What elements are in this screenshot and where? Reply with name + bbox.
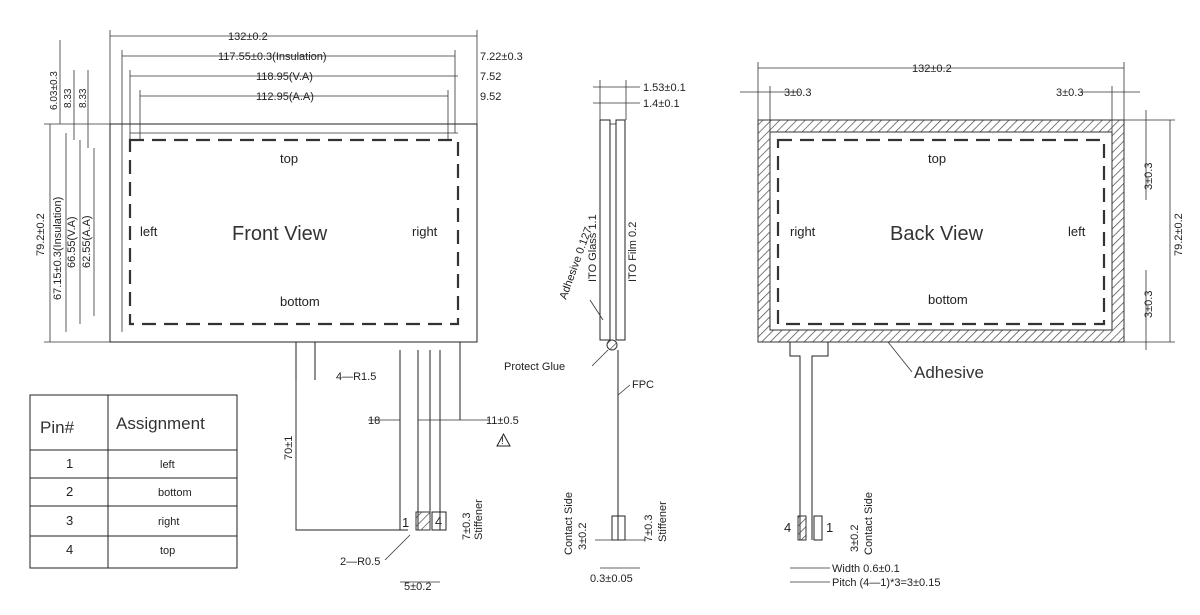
pin-row-2-assign: bottom xyxy=(158,487,192,499)
pin-row-1-assign: left xyxy=(160,459,175,471)
back-label-right: right xyxy=(790,224,816,239)
back-pin-4: 4 xyxy=(784,520,791,535)
front-dim-752: 7.52 xyxy=(480,71,501,83)
front-height-aa: 62.55(A.A) xyxy=(81,215,93,268)
front-width-aa: 112.95(A.A) xyxy=(256,91,314,103)
back-adhesive-label: Adhesive xyxy=(914,363,984,382)
front-label-top: top xyxy=(280,151,298,166)
front-label-left: left xyxy=(140,224,158,239)
pin-row-4-pin: 4 xyxy=(66,542,73,557)
warning-mark-icon: ! xyxy=(501,436,504,447)
pin-row-1-pin: 1 xyxy=(66,456,73,471)
back-width-overall: 132±0.2 xyxy=(912,63,952,75)
front-label-bottom: bottom xyxy=(280,294,320,309)
front-dim-11: 11±0.5 xyxy=(486,415,519,427)
side-contact-label: Contact Side xyxy=(563,492,575,555)
front-dim-70: 70±1 xyxy=(283,436,295,460)
side-dim-3: 3±0.2 xyxy=(577,523,589,550)
pin-table-header-pin: Pin# xyxy=(40,418,75,437)
side-protect-glue-label: Protect Glue xyxy=(504,361,565,373)
side-view: 1.53±0.1 1.4±0.1 Adhesive 0.127 ITO Glas… xyxy=(504,80,686,585)
front-stiffener: Stiffener xyxy=(473,499,485,540)
warning-triangle-icon xyxy=(496,432,511,447)
front-r05: 2—R0.5 xyxy=(340,556,380,568)
side-dim-7: 7±0.3 xyxy=(643,515,655,542)
front-view: 132±0.2 117.55±0.3(Insulation) 7.22±0.3 … xyxy=(35,30,523,593)
front-label-right: right xyxy=(412,224,438,239)
front-dim-18: 18 xyxy=(368,415,380,427)
back-margin-left: 3±0.3 xyxy=(784,87,811,99)
back-height-overall: 79.2±0.2 xyxy=(1173,213,1185,256)
back-pitch-fpc: Pitch (4—1)*3=3±0.15 xyxy=(832,577,940,589)
pin-row-3-assign: right xyxy=(158,516,179,528)
front-width-overall: 132±0.2 xyxy=(228,31,268,43)
front-r15: 4—R1.5 xyxy=(336,371,376,383)
back-dim-3: 3±0.2 xyxy=(849,525,861,552)
front-dim-722: 7.22±0.3 xyxy=(480,51,523,63)
front-view-title: Front View xyxy=(232,223,328,245)
side-ito-glass xyxy=(599,119,611,341)
front-dim-952: 9.52 xyxy=(480,91,501,103)
back-label-left: left xyxy=(1068,224,1086,239)
side-ito-film-label: ITO Film 0.2 xyxy=(627,222,639,282)
back-label-top: top xyxy=(928,151,946,166)
side-protect-glue xyxy=(606,339,618,351)
front-dim-603: 6.03±0.3 xyxy=(49,71,60,110)
pin-table: Pin# Assignment 1 left 2 bottom 3 right … xyxy=(29,394,238,569)
front-pin-1: 1 xyxy=(402,515,409,530)
pin-table-header-assignment: Assignment xyxy=(116,414,205,433)
side-stiffener: Stiffener xyxy=(657,501,669,542)
front-active-area-dashed xyxy=(128,138,460,326)
side-dim-03: 0.3±0.05 xyxy=(590,573,633,585)
front-height-overall: 79.2±0.2 xyxy=(35,213,47,256)
front-height-va: 66.55(V.A) xyxy=(66,216,78,268)
back-contact-label: Contact Side xyxy=(863,492,875,555)
back-margin-bottom: 3±0.3 xyxy=(1143,291,1155,318)
pin-row-2-pin: 2 xyxy=(66,484,73,499)
back-active-area-dashed xyxy=(776,138,1106,326)
back-view-title: Back View xyxy=(890,223,984,245)
front-height-insulation: 67.15±0.3(Insulation) xyxy=(52,197,64,300)
side-dim-153: 1.53±0.1 xyxy=(643,82,686,94)
back-label-bottom: bottom xyxy=(928,292,968,307)
front-dim-7: 7±0.3 xyxy=(461,513,473,540)
front-dim-5: 5±0.2 xyxy=(404,581,431,593)
front-fpc-contact-hatch xyxy=(415,511,431,531)
pin-row-4-assign: top xyxy=(160,545,175,557)
back-margin-top: 3±0.3 xyxy=(1143,163,1155,190)
side-dim-14: 1.4±0.1 xyxy=(643,98,680,110)
front-width-va: 118.95(V.A) xyxy=(256,71,313,83)
front-dim-833a: 8.33 xyxy=(63,88,74,108)
back-margin-right: 3±0.3 xyxy=(1056,87,1083,99)
back-width-fpc: Width 0.6±0.1 xyxy=(832,563,900,575)
side-fpc-label: FPC xyxy=(632,379,654,391)
front-dim-833b: 8.33 xyxy=(78,88,89,108)
front-pin-4: 4 xyxy=(435,514,442,529)
front-panel-outline xyxy=(109,123,478,343)
side-ito-film xyxy=(615,119,626,341)
pin-row-3-pin: 3 xyxy=(66,513,73,528)
front-width-insulation: 117.55±0.3(Insulation) xyxy=(218,51,327,63)
back-pin-1: 1 xyxy=(826,520,833,535)
side-ito-glass-label: ITO Glass 1.1 xyxy=(587,214,599,282)
back-view: 132±0.2 3±0.3 3±0.3 79.2±0.2 3±0.3 3±0.3… xyxy=(740,62,1185,589)
